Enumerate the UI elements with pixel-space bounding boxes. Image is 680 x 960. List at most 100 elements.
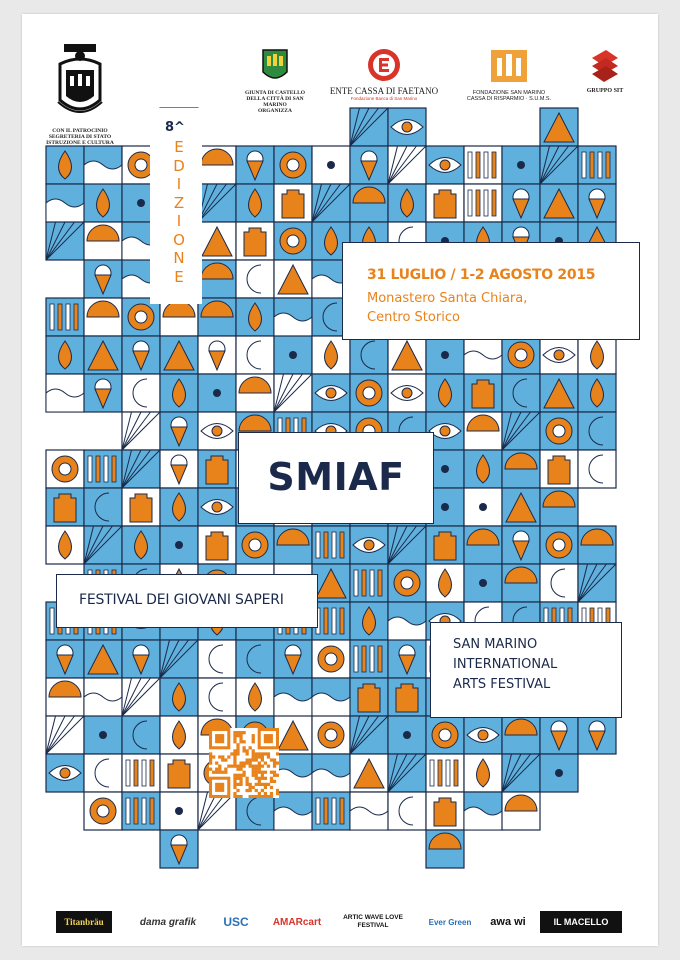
edition-number: 8^ [165,120,185,135]
pictogram-tile [235,297,275,337]
qr-code[interactable] [209,728,279,798]
pictogram-tile [159,829,199,869]
pictogram-tile [83,487,123,527]
pictogram-tile [501,183,541,223]
pictogram-tile [159,753,199,793]
pictogram-tile [197,449,237,489]
pictogram-tile [501,145,541,185]
pictogram-tile [235,373,275,413]
pictogram-tile [273,639,313,679]
sponsor-amarcart: AMARcart [266,911,328,933]
pictogram-tile [197,335,237,375]
pictogram-tile [197,525,237,565]
pictogram-tile [159,639,199,679]
pictogram-tile [235,145,275,185]
pictogram-tile [463,411,503,451]
pictogram-tile [273,145,313,185]
pictogram-tile [387,525,427,565]
pictogram-tile [463,487,503,527]
pictogram-tile [387,145,427,185]
pictogram-tile [387,601,427,641]
pictogram-tile [83,259,123,299]
pictogram-tile [273,221,313,261]
pictogram-tile [197,221,237,261]
event-dates: 31 LUGLIO / 1-2 AGOSTO 2015 [367,267,596,283]
pictogram-tile [121,677,161,717]
pictogram-tile [121,487,161,527]
giunta-castello-logo: GIUNTA DI CASTELLO DELLA CITTÀ DI SAN MA… [234,48,316,114]
pictogram-tile [425,715,465,755]
pictogram-tile [121,373,161,413]
pictogram-tile [45,525,85,565]
pictogram-tile [159,791,199,831]
pictogram-tile [349,107,389,147]
pictogram-tile [425,525,465,565]
pictogram-tile [197,487,237,527]
pictogram-tile [387,335,427,375]
fondazione-cassa-risparmio-logo: FONDAZIONE SAN MARINO CASSA DI RISPARMIO… [454,48,564,102]
pictogram-tile [577,449,617,489]
sponsor-titanbrau-label: Titanbräu [64,917,104,927]
pictogram-tile [83,525,123,565]
pictogram-tile [45,639,85,679]
pictogram-tile [83,221,123,261]
pictogram-tile [83,791,123,831]
pictogram-tile [83,335,123,375]
pictogram-tile [539,715,579,755]
pictogram-tile [387,373,427,413]
pictogram-tile [83,183,123,223]
pictogram-tile [539,107,579,147]
festival-tagline: FESTIVAL DEI GIOVANI SAPERI [79,592,284,608]
sponsor-evergreen: Ever Green [418,911,482,933]
sponsor-amarcart-label: AMARcart [272,916,322,928]
pictogram-tile [273,373,313,413]
pictogram-tile [349,145,389,185]
ente-name: ENTE CASSA DI FAETANO [329,86,439,96]
pictogram-tile [235,639,275,679]
pictogram-tile [311,601,351,641]
pictogram-tile [463,335,503,375]
sponsor-titanbrau: Titanbräu [56,911,112,933]
event-venue-line1: Monastero Santa Chiara, [367,291,528,306]
pictogram-tile [577,525,617,565]
pictogram-tile [387,107,427,147]
pictogram-tile [83,715,123,755]
pictogram-tile [159,715,199,755]
pictogram-tile [311,791,351,831]
pictogram-tile [121,791,161,831]
pictogram-tile [197,145,237,185]
pictogram-tile [121,145,161,185]
pictogram-tile [539,335,579,375]
fondazione-caption: FONDAZIONE SAN MARINO CASSA DI RISPARMIO… [466,90,552,102]
pictogram-tile [159,335,199,375]
pictogram-tile [235,335,275,375]
poster: CON IL PATROCINIO SEGRETERIA DI STATO IS… [22,14,658,946]
pictogram-tile [311,183,351,223]
pictogram-tile [425,335,465,375]
event-venue-line2: Centro Storico [367,310,460,325]
sponsor-dama-label: dama grafik [139,916,197,928]
pictogram-tile [501,335,541,375]
ente-subtitle: Fondazione Banca di San Marino [350,96,418,101]
pictogram-tile [197,411,237,451]
pictogram-tile [235,525,275,565]
pictogram-tile [45,715,85,755]
pictogram-tile [235,183,275,223]
full-name-line3: ARTS FESTIVAL [453,677,551,692]
pictogram-tile [273,753,313,793]
pictogram-tile [387,563,427,603]
pictogram-tile [273,677,313,717]
pictogram-tile [539,449,579,489]
pictogram-tile [273,525,313,565]
pictogram-tile [83,145,123,185]
gruppo-caption: GRUPPO SIT [586,88,624,94]
pictogram-tile [349,753,389,793]
pictogram-tile [311,563,351,603]
pictogram-tile [349,639,389,679]
edition-panel: 8^ EDIZIONE [150,108,202,304]
pictogram-tile [235,259,275,299]
pictogram-tile [425,753,465,793]
pictogram-tile [311,145,351,185]
sponsor-dama: dama grafik [132,911,204,933]
pictogram-tile [83,449,123,489]
